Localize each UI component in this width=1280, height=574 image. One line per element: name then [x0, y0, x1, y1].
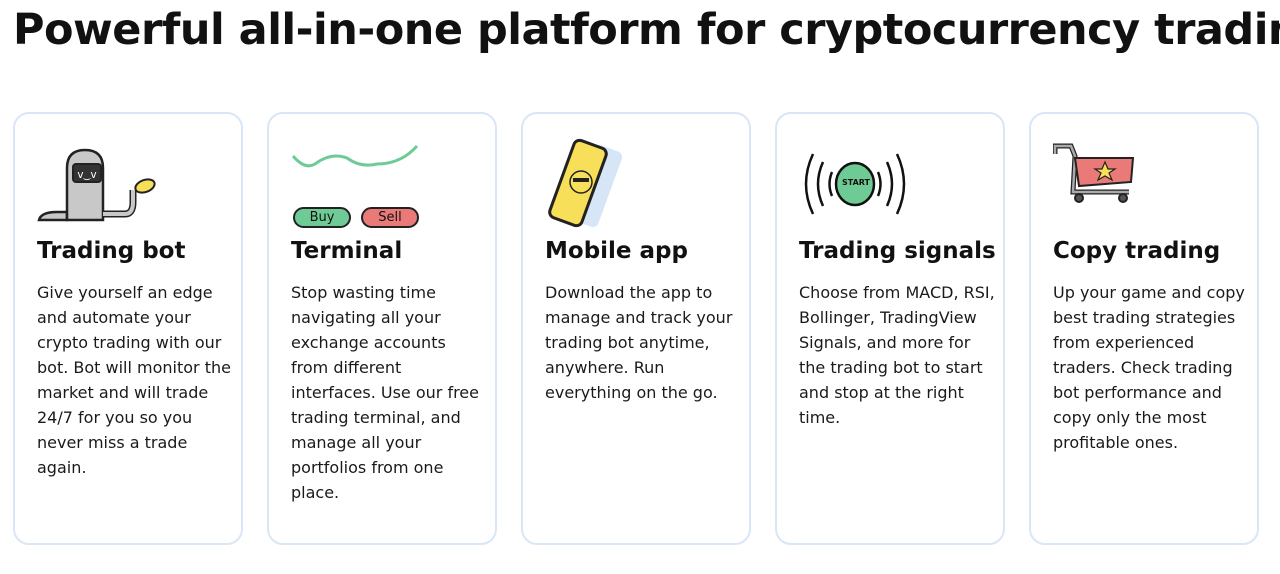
- card-title: Trading signals: [799, 238, 996, 264]
- card-copy-trading[interactable]: Copy trading Up your game and copy best …: [1029, 112, 1259, 545]
- start-label: START: [841, 178, 871, 187]
- card-text: Give yourself an edge and automate your …: [37, 283, 231, 477]
- robot-icon: v‿v: [37, 148, 156, 222]
- card-text: Choose from MACD, RSI, Bollinger, Tradin…: [799, 283, 995, 427]
- buy-badge: Buy: [293, 207, 351, 228]
- phone-icon: [548, 138, 623, 228]
- card-text: Download the app to manage and track you…: [545, 283, 733, 402]
- card-trading-signals[interactable]: START Trading signals Choose from MACD, …: [775, 112, 1005, 545]
- page-title: Powerful all-in-one platform for cryptoc…: [13, 5, 1280, 55]
- terminal-chart-icon: [291, 144, 419, 168]
- card-title: Terminal: [291, 238, 403, 264]
- sell-badge: Sell: [361, 207, 419, 228]
- card-text: Stop wasting time navigating all your ex…: [291, 283, 479, 502]
- cart-icon: [1053, 143, 1135, 203]
- card-terminal[interactable]: Buy Sell Terminal Stop wasting time navi…: [267, 112, 497, 545]
- card-trading-bot[interactable]: v‿v Trading bot Give yourself an edge an…: [13, 112, 243, 545]
- card-title: Trading bot: [37, 238, 186, 264]
- card-title: Copy trading: [1053, 238, 1221, 264]
- svg-text:v‿v: v‿v: [77, 168, 97, 181]
- card-mobile-app[interactable]: Mobile app Download the app to manage an…: [521, 112, 751, 545]
- card-text: Up your game and copy best trading strat…: [1053, 283, 1245, 452]
- card-title: Mobile app: [545, 238, 688, 264]
- signal-icon: [804, 153, 906, 215]
